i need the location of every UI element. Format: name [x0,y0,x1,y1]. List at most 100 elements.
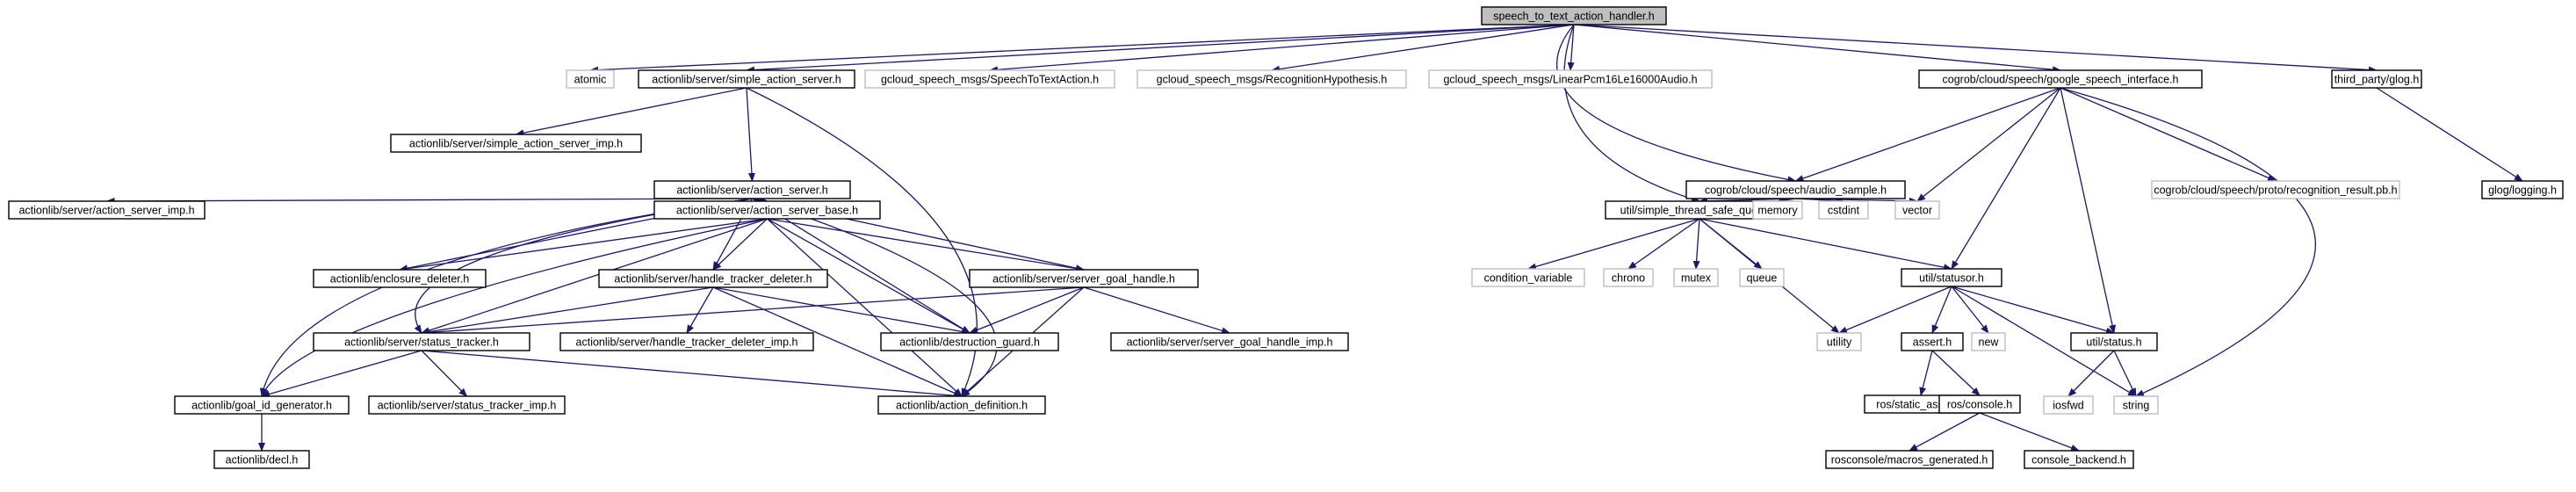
node-asserth[interactable]: assert.h [1901,332,1964,351]
edge-asserth-to-rc [1931,350,1981,396]
node-label-st: actionlib/server/status_tracker.h [344,336,499,349]
edge-htd-to-dg [712,286,971,336]
node-vector: vector [1894,200,1940,220]
edge-root-to-lpcm [1567,24,1575,71]
node-status[interactable]: util/status.h [2070,332,2158,351]
edge-glogtp-to-glogl [2376,87,2523,182]
node-as[interactable]: actionlib/server/action_server.h [653,180,851,199]
node-label-stsq: util/simple_thread_safe_queue.h [1620,205,1779,217]
node-label-new: new [1979,336,2000,349]
node-box-gsi [1918,69,2203,89]
node-rc[interactable]: ros/console.h [1938,394,2021,414]
edge-rc-to-cb [1979,412,2080,452]
node-box-cstdint [1818,200,1869,220]
node-gig[interactable]: actionlib/goal_id_generator.h [174,395,350,415]
node-label-rh: gcloud_speech_msgs/RecognitionHypothesis… [1157,74,1388,86]
node-new: new [1971,332,2006,351]
node-box-rc [1938,394,2021,414]
node-box-iosfwd [2043,395,2094,415]
edge-htd-to-st [421,286,714,336]
node-box-st [313,332,530,351]
node-box-decl [213,450,310,469]
node-htdimp[interactable]: actionlib/server/handle_tracker_deleter_… [559,332,814,351]
edge-sgh-to-dg [969,286,1085,334]
node-box-memory [1752,200,1803,220]
node-label-htdimp: actionlib/server/handle_tracker_deleter_… [576,336,798,349]
node-box-sas [638,69,855,89]
edge-sas-to-as [746,87,755,182]
node-root[interactable]: speech_to_text_action_handler.h [1481,6,1667,25]
edge-root-to-glogtp [1573,24,2378,74]
node-box-status [2070,332,2158,351]
node-label-vector: vector [1902,205,1932,217]
edge-st-to-gig [261,350,422,398]
node-sasimp[interactable]: actionlib/server/simple_action_server_im… [390,134,642,153]
node-dg[interactable]: actionlib/destruction_guard.h [880,332,1059,351]
node-box-dg [880,332,1059,351]
node-box-asb [653,200,881,220]
node-label-statusor: util/statusor.h [1919,272,1984,285]
node-sghimp[interactable]: actionlib/server/server_goal_handle_imp.… [1110,332,1349,351]
node-glogl[interactable]: glog/logging.h [2481,180,2564,199]
node-ed[interactable]: actionlib/enclosure_deleter.h [313,269,487,288]
node-box-cb [2024,450,2134,469]
node-box-root [1481,6,1667,25]
node-sas[interactable]: actionlib/server/simple_action_server.h [638,69,855,89]
node-label-ed: actionlib/enclosure_deleter.h [330,273,469,286]
node-box-cv [1471,268,1585,287]
node-cb[interactable]: console_backend.h [2024,450,2134,469]
node-gsi[interactable]: cogrob/cloud/speech/google_speech_interf… [1918,69,2203,89]
node-stimp[interactable]: actionlib/server/status_tracker_imp.h [368,395,566,415]
node-label-root: speech_to_text_action_handler.h [1493,11,1655,23]
edge-statusor-to-status [1951,286,2115,335]
node-label-cstdint: cstdint [1828,205,1860,217]
node-mutex: mutex [1673,268,1719,287]
node-box-asimp [8,200,206,220]
node-ad[interactable]: actionlib/action_definition.h [877,395,1046,415]
node-label-stta: gcloud_speech_msgs/SpeechToTextAction.h [881,74,1099,86]
edge-as-to-ad [752,198,998,397]
node-box-sgh [969,269,1199,288]
node-label-string: string [2123,400,2150,412]
node-statusor[interactable]: util/statusor.h [1901,268,2002,287]
edge-asb-to-ad [767,218,963,397]
dependency-edges [105,24,2523,452]
node-label-cb: console_backend.h [2031,454,2126,467]
node-mg[interactable]: rosconsole/macros_generated.h [1825,450,1994,469]
node-label-aus: cogrob/cloud/speech/audio_sample.h [1705,184,1887,197]
edge-rc-to-mg [1909,412,1981,452]
node-rh: gcloud_speech_msgs/RecognitionHypothesis… [1136,69,1407,89]
node-label-utility: utility [1827,336,1852,349]
node-glogtp[interactable]: third_party/glog.h [2331,69,2422,89]
edge-asb-to-gig [261,218,768,397]
node-decl[interactable]: actionlib/decl.h [213,450,310,469]
node-label-rc: ros/console.h [1947,399,2012,411]
node-box-mg [1825,450,1994,469]
edge-htd-to-ad [712,286,963,397]
node-asb[interactable]: actionlib/server/action_server_base.h [653,200,881,220]
edge-status-to-iosfwd [2067,350,2115,397]
node-htd[interactable]: actionlib/server/handle_tracker_deleter.… [598,269,828,288]
node-label-as: actionlib/server/action_server.h [676,184,827,197]
edge-asserth-to-rsa [1919,350,1933,396]
node-stsq[interactable]: util/simple_thread_safe_queue.h [1605,200,1794,220]
node-st[interactable]: actionlib/server/status_tracker.h [313,332,530,351]
node-box-vector [1894,200,1940,220]
edge-statusor-to-new [1951,286,1989,334]
node-box-stimp [368,395,566,415]
node-box-ad [877,395,1046,415]
edge-gsi-to-status [2060,87,2116,334]
node-label-decl: actionlib/decl.h [226,454,299,467]
node-box-aus [1685,180,1906,199]
node-lpcm: gcloud_speech_msgs/LinearPcm16Le16000Aud… [1428,69,1713,89]
edge-gsi-to-vector [1916,87,2061,202]
node-label-glogtp: third_party/glog.h [2334,74,2420,86]
node-label-sghimp: actionlib/server/server_goal_handle_imp.… [1127,336,1333,349]
node-iosfwd: iosfwd [2043,395,2094,415]
node-box-glogl [2481,180,2564,199]
node-sgh[interactable]: actionlib/server/server_goal_handle.h [969,269,1199,288]
edge-stsq-to-cv [1527,218,1700,271]
node-asimp[interactable]: actionlib/server/action_server_imp.h [8,200,206,220]
edge-stsq-to-statusor [1699,218,1952,271]
node-aus[interactable]: cogrob/cloud/speech/audio_sample.h [1685,180,1906,199]
